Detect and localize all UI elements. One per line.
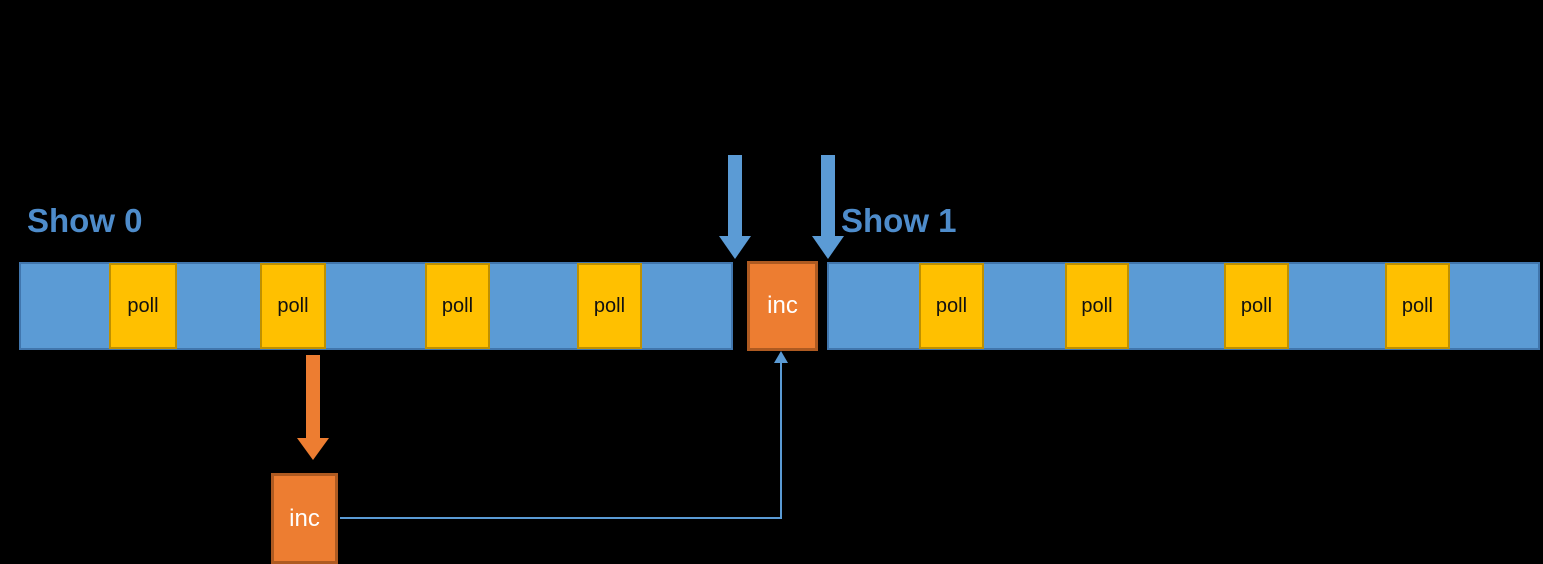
poll-block: poll [577,263,642,349]
poll-block: poll [425,263,490,349]
show1-label: Show 1 [841,202,957,239]
poll-label: poll [1081,294,1113,317]
poll-label: poll [1401,294,1434,317]
show0-timeline-bar: poll poll poll poll [19,262,733,350]
inc-label: inc [767,292,798,319]
inc-block-main: inc [747,261,818,351]
poll-block: poll [109,263,177,349]
show0-label: Show 0 [27,202,143,239]
show1-timeline-bar: poll poll poll poll [827,262,1540,350]
poll-block: poll [1224,263,1289,349]
poll-block: poll [919,263,984,349]
poll-label: poll [1240,294,1273,317]
poll-label: poll [593,294,626,317]
poll-label: poll [127,294,159,317]
poll-label: poll [441,294,474,317]
poll-block: poll [1065,263,1129,349]
poll-block: poll [260,263,326,349]
inc-block-detached: inc [271,473,338,564]
poll-block: poll [1385,263,1450,349]
up-arrowhead-icon [774,351,788,363]
poll-label: poll [277,294,309,317]
poll-label: poll [935,294,968,317]
inc-label: inc [289,504,320,532]
